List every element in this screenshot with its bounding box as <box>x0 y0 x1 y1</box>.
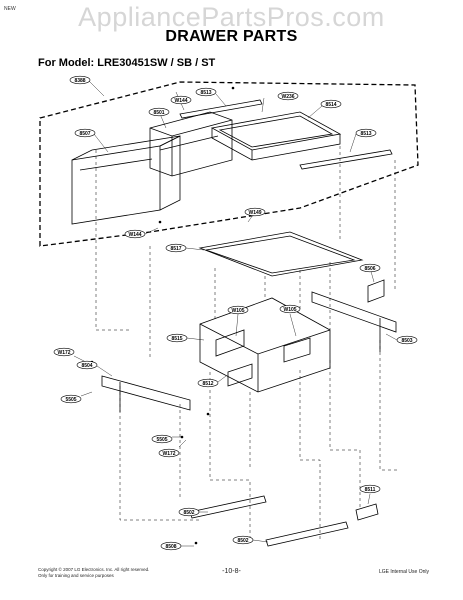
callout-8506: 8506 <box>359 263 381 273</box>
svg-text:8517: 8517 <box>170 246 181 252</box>
drawer-tray <box>210 111 342 161</box>
drawer-rails <box>179 99 393 170</box>
clip-part <box>355 503 379 521</box>
callout-8511: 8511 <box>359 484 381 494</box>
svg-text:8513: 8513 <box>360 131 371 137</box>
left-side-rail <box>101 375 191 412</box>
drawer-body <box>199 297 331 393</box>
copyright-line: Copyright © 2007 LG Electronics. Inc. Al… <box>38 567 150 572</box>
callout-8514: 8514 <box>320 99 342 109</box>
svg-text:8508: 8508 <box>165 544 176 550</box>
callout-w105-right: W105 <box>279 304 301 314</box>
svg-text:8503: 8503 <box>401 338 412 344</box>
svg-text:W149: W149 <box>248 210 261 216</box>
svg-text:8507: 8507 <box>79 131 90 137</box>
callout-8508: 8508 <box>160 541 182 551</box>
svg-text:W236: W236 <box>281 94 294 100</box>
watermark: AppliancePartsPros.com <box>78 2 385 32</box>
drawer-front <box>71 135 181 225</box>
callout-w144-bottom: W144 <box>124 229 146 239</box>
svg-text:8511: 8511 <box>365 487 376 493</box>
corner-tag: NEW <box>4 6 16 12</box>
screws <box>90 86 260 545</box>
dashed-guides <box>95 146 400 540</box>
callout-8502-left: 8502 <box>178 507 200 517</box>
svg-text:W172: W172 <box>162 451 175 457</box>
callout-8515: 8515 <box>166 333 188 343</box>
svg-text:8501: 8501 <box>153 110 164 116</box>
callout-8513-top: 8513 <box>195 87 217 97</box>
svg-text:8506: 8506 <box>364 266 375 272</box>
svg-text:8504: 8504 <box>81 363 92 369</box>
callout-8512: 8512 <box>197 378 219 388</box>
callout-w172-center: W172 <box>158 448 180 458</box>
right-side-rail <box>311 291 397 352</box>
callout-w172-left: W172 <box>53 347 75 357</box>
svg-text:W105: W105 <box>231 308 244 314</box>
page-number: -10-8- <box>222 568 241 575</box>
callout-8388: 8388 <box>69 75 91 85</box>
svg-text:W144: W144 <box>174 98 187 104</box>
svg-text:8502: 8502 <box>237 538 248 544</box>
drawer-side-frame <box>149 111 233 177</box>
callout-w105-left: W105 <box>227 305 249 315</box>
callout-w144-top: W144 <box>170 95 192 105</box>
svg-text:5505: 5505 <box>65 397 76 403</box>
model-line: For Model: LRE30451SW / SB / ST <box>38 57 216 69</box>
svg-text:5505: 5505 <box>156 437 167 443</box>
callout-8507: 8507 <box>74 128 96 138</box>
svg-text:W144: W144 <box>128 232 141 238</box>
svg-text:8388: 8388 <box>74 78 85 84</box>
callout-5505-center: 5505 <box>151 434 173 444</box>
page-title: DRAWER PARTS <box>165 28 298 45</box>
svg-text:8514: 8514 <box>325 102 336 108</box>
callout-5505-left: 5505 <box>60 394 82 404</box>
callout-w236: W236 <box>277 91 299 101</box>
callout-8501: 8501 <box>148 107 170 117</box>
callout-8517: 8517 <box>165 243 187 253</box>
internal-use-note: LGE Internal Use Only <box>378 569 429 575</box>
svg-text:8502: 8502 <box>183 510 194 516</box>
svg-text:W105: W105 <box>283 307 296 313</box>
svg-text:W172: W172 <box>57 350 70 356</box>
training-note: Only for training and service purposes <box>38 573 114 578</box>
callout-w149: W149 <box>244 207 266 217</box>
footer-copyright: Copyright © 2007 LG Electronics. Inc. Al… <box>38 567 149 579</box>
bottom-rails <box>189 495 349 547</box>
svg-text:8513: 8513 <box>200 90 211 96</box>
right-bracket <box>367 279 385 303</box>
callout-8513-right: 8513 <box>355 128 377 138</box>
svg-text:8515: 8515 <box>171 336 182 342</box>
callout-8503: 8503 <box>396 335 418 345</box>
drawer-boundary <box>39 81 419 247</box>
callout-8502-right: 8502 <box>232 535 254 545</box>
callout-8504: 8504 <box>76 360 98 370</box>
top-plate <box>198 231 364 277</box>
svg-text:8512: 8512 <box>202 381 213 387</box>
